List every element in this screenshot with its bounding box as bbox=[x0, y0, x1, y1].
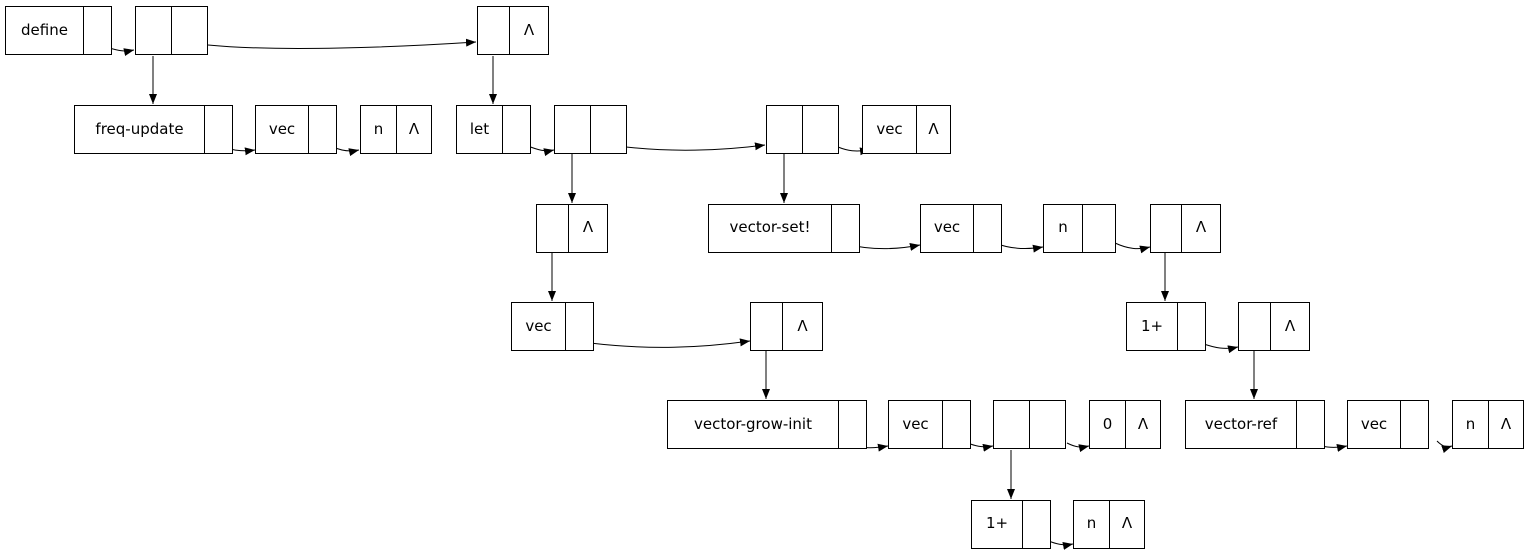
cons-pair-empty bbox=[766, 105, 839, 154]
atom-label: define bbox=[21, 21, 68, 39]
atom-label: vec bbox=[902, 415, 928, 433]
cons-cell-vector-ref: vector-ref bbox=[1185, 400, 1325, 449]
nil-label: Λ bbox=[524, 21, 535, 39]
nil-label: Λ bbox=[1138, 415, 1149, 433]
cons-cell-let: let bbox=[456, 105, 531, 154]
atom-label: 1+ bbox=[986, 514, 1008, 532]
cons-cell-vector-grow-init: vector-grow-init bbox=[667, 400, 867, 449]
cons-cell-empty-nil: Λ bbox=[1150, 204, 1221, 253]
cons-cell-n: n bbox=[1043, 204, 1116, 253]
nil-label: Λ bbox=[928, 120, 939, 138]
cons-cell-vec: vec bbox=[1347, 400, 1429, 449]
atom-label: vec bbox=[1361, 415, 1387, 433]
cons-cell-freq-update: freq-update bbox=[74, 105, 233, 154]
cons-pair-empty bbox=[554, 105, 627, 154]
atom-label: n bbox=[1087, 514, 1097, 532]
atom-label: n bbox=[374, 120, 384, 138]
edge-let-pair-to-body-cell bbox=[625, 142, 766, 151]
atom-label: let bbox=[470, 120, 489, 138]
cons-cell-zero-nil: 0 Λ bbox=[1089, 400, 1161, 449]
cons-cell-nil: Λ bbox=[477, 6, 549, 55]
cons-cell-n-nil: n Λ bbox=[1073, 500, 1145, 549]
atom-label: vec bbox=[269, 120, 295, 138]
atom-label: vector-ref bbox=[1205, 415, 1278, 433]
atom-label: vector-set! bbox=[730, 218, 811, 236]
atom-label: vec bbox=[934, 218, 960, 236]
nil-label: Λ bbox=[409, 120, 420, 138]
atom-label: n bbox=[1058, 218, 1068, 236]
cons-cell-n-nil: n Λ bbox=[1452, 400, 1524, 449]
atom-label: 0 bbox=[1103, 415, 1113, 433]
cons-cell-vector-set: vector-set! bbox=[708, 204, 860, 253]
atom-label: n bbox=[1466, 415, 1476, 433]
edge-vec-to-n-final bbox=[1436, 440, 1453, 453]
cons-cell-define: define bbox=[5, 6, 112, 55]
atom-label: vec bbox=[525, 317, 551, 335]
atom-label: vec bbox=[876, 120, 902, 138]
cons-cell-vec: vec bbox=[255, 105, 337, 154]
edge-vec-binding-to-value-cell bbox=[589, 338, 751, 348]
nil-label: Λ bbox=[1501, 415, 1512, 433]
cons-cell-one-plus: 1+ bbox=[971, 500, 1051, 549]
edge-one-plus-to-cell bbox=[1200, 342, 1239, 354]
cells: define Λ freq-update vec n Λ let bbox=[5, 6, 1524, 549]
cons-cell-one-plus: 1+ bbox=[1126, 302, 1206, 351]
atom-label: vector-grow-init bbox=[694, 415, 812, 433]
edge-n-to-last-cell bbox=[1114, 242, 1151, 254]
nil-label: Λ bbox=[1196, 218, 1207, 236]
atom-label: 1+ bbox=[1141, 317, 1163, 335]
nil-label: Λ bbox=[1285, 317, 1296, 335]
cons-cell-vec: vec bbox=[920, 204, 1002, 253]
cons-cell-empty-nil: Λ bbox=[536, 204, 608, 253]
nil-label: Λ bbox=[1122, 514, 1133, 532]
nil-label: Λ bbox=[797, 317, 808, 335]
cons-cell-n-nil: n Λ bbox=[360, 105, 432, 154]
edge-pair-to-zero bbox=[1066, 442, 1090, 453]
cons-cell-vec: vec bbox=[888, 400, 971, 449]
edge-vec-to-n-cell bbox=[994, 242, 1044, 253]
cons-pair-empty bbox=[993, 400, 1066, 449]
cons-cell-empty-nil: Λ bbox=[750, 302, 823, 351]
edge-let-to-pair bbox=[527, 145, 555, 157]
nil-label: Λ bbox=[583, 218, 594, 236]
cons-cell-vec: vec bbox=[511, 302, 594, 351]
cons-cell-vec-nil: vec Λ bbox=[862, 105, 951, 154]
cons-cell-empty-nil: Λ bbox=[1238, 302, 1310, 351]
atom-label: freq-update bbox=[95, 120, 183, 138]
cons-pair-empty bbox=[135, 6, 208, 55]
edge-pair-to-second-cell bbox=[207, 38, 477, 49]
